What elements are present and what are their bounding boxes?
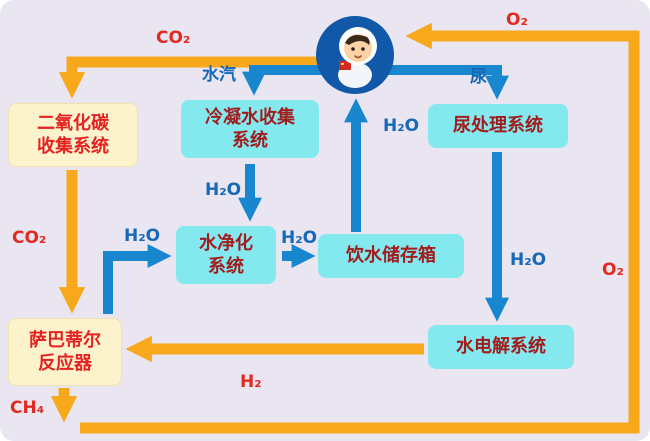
label-o2-right: O₂ <box>602 260 624 280</box>
label-h2o-sabatier: H₂O <box>124 226 161 246</box>
label-co2-top: CO₂ <box>156 28 191 48</box>
box-sabatier-reactor: 萨巴蒂尔 反应器 <box>8 318 122 386</box>
label-co2-left: CO₂ <box>12 228 47 248</box>
o2-return-arrow <box>80 22 640 434</box>
box-condensate-collection: 冷凝水收集 系统 <box>181 100 319 158</box>
box-drinking-water-tank: 饮水储存箱 <box>318 234 464 278</box>
label-h2o-drink: H₂O <box>383 116 420 136</box>
label-urine: 尿 <box>470 67 487 87</box>
co2-to-collector-arrow <box>58 56 322 99</box>
label-h2: H₂ <box>240 372 262 392</box>
vapor-to-condenser-arrow <box>241 65 336 96</box>
box-water-electrolysis: 水电解系统 <box>428 325 574 369</box>
label-water-vapor: 水汽 <box>202 65 236 85</box>
label-h2o-urine: H₂O <box>510 250 547 270</box>
astronaut-icon <box>315 15 395 95</box>
box-water-purification: 水净化 系统 <box>176 226 276 284</box>
sabatier-water-arrow <box>103 243 172 314</box>
label-o2-top: O₂ <box>506 10 528 30</box>
box-urine-treatment: 尿处理系统 <box>428 104 568 148</box>
label-ch4: CH₄ <box>10 398 45 418</box>
label-h2o-purified: H₂O <box>281 228 318 248</box>
urine-to-treatment-arrow <box>378 65 510 100</box>
label-h2o-condensate: H₂O <box>205 180 242 200</box>
box-co2-collection: 二氧化碳 收集系统 <box>8 103 138 167</box>
